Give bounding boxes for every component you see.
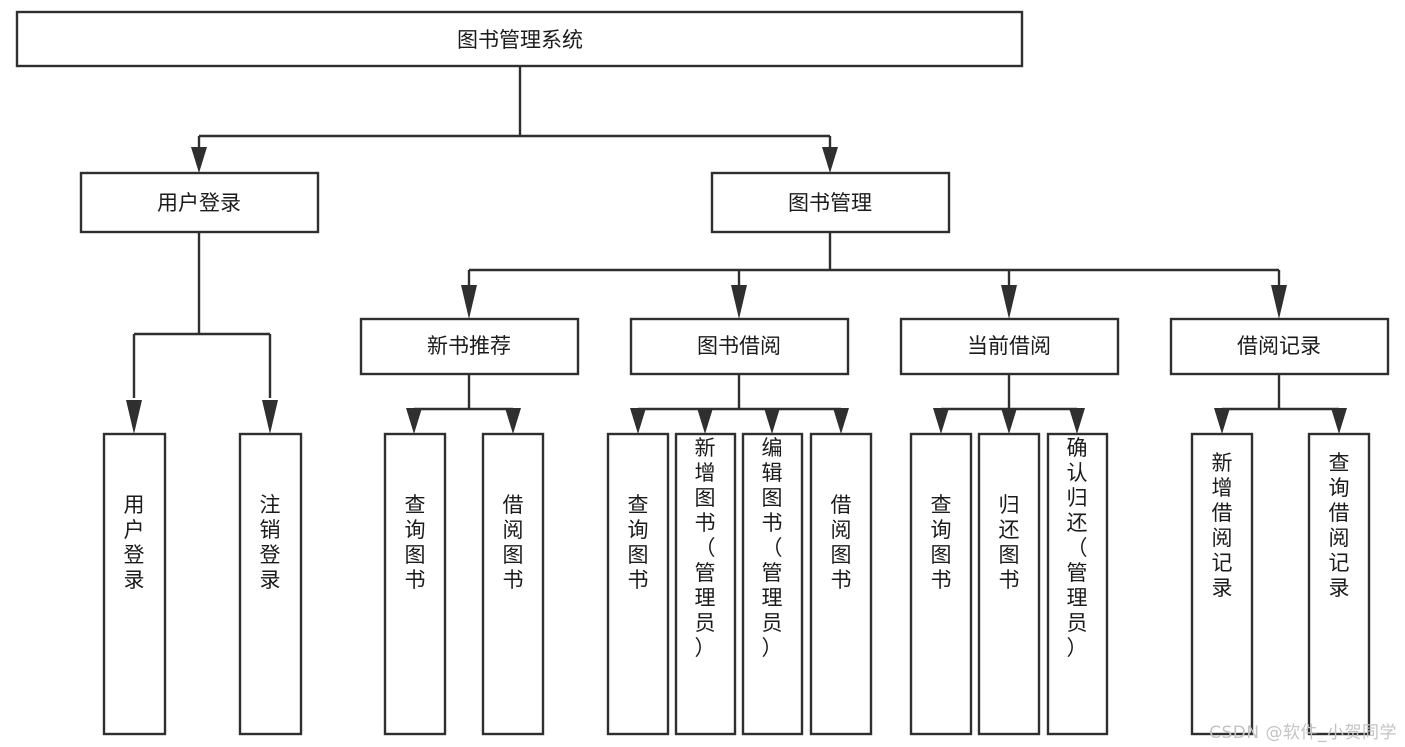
node-borrow-record-label: 借阅记录 [1237, 334, 1321, 358]
node-current-borrow[interactable]: 当前借阅 [899, 317, 1120, 376]
edge-group-book-borrow-leaves [630, 374, 849, 434]
node-book-borrow[interactable]: 图书借阅 [629, 317, 850, 376]
leaf-br-query-record-box[interactable] [1307, 432, 1371, 736]
leaf-node-bb-edit-book[interactable]: 编辑图书（管理员） [741, 432, 804, 736]
arrow-head-br-leaf-2 [1331, 408, 1347, 434]
node-new-book-recommend-label: 新书推荐 [427, 334, 511, 358]
leaf-bb-edit-book-box[interactable] [741, 432, 804, 736]
leaf-user-login-label: 用户登录 [124, 493, 145, 592]
leaf-bb-add-book-box[interactable] [674, 432, 737, 736]
node-borrow-record[interactable]: 借阅记录 [1169, 317, 1390, 376]
leaf-cb-confirm-return-label: 确认归还（管理员） [1067, 436, 1088, 660]
arrow-head-book-mgmt [822, 147, 838, 173]
leaf-node-cb-query-book[interactable]: 查询图书 [909, 432, 973, 736]
leaf-nb-query-book-label: 查询图书 [405, 493, 426, 592]
edge-group-borrow-record-leaves [1214, 374, 1347, 434]
edge-group-root-to-level1 [191, 66, 838, 173]
arrow-head-nb-leaf-2 [505, 408, 521, 434]
edge-group-user-login-leaves [126, 232, 278, 434]
leaf-cb-return-book-label: 归还图书 [999, 493, 1020, 592]
leaf-node-bb-add-book[interactable]: 新增图书（管理员） [674, 432, 737, 736]
leaf-node-br-add-record[interactable]: 新增借阅记录 [1190, 432, 1254, 736]
leaf-logout-box[interactable] [238, 432, 303, 736]
leaf-node-cb-return-book[interactable]: 归还图书 [977, 432, 1041, 736]
leaf-node-br-query-record[interactable]: 查询借阅记录 [1307, 432, 1371, 736]
arrow-head-leaf-user-login [126, 400, 142, 434]
node-current-borrow-label: 当前借阅 [967, 334, 1051, 358]
leaf-node-user-login[interactable]: 用户登录 [102, 432, 167, 736]
leaf-br-add-record-label: 新增借阅记录 [1212, 451, 1233, 600]
node-root-label: 图书管理系统 [457, 28, 583, 52]
leaf-user-login-box[interactable] [102, 432, 167, 736]
arrow-head-bb-leaf-1 [630, 408, 646, 434]
leaf-logout-label: 注销登录 [260, 493, 281, 592]
leaf-node-cb-confirm-return[interactable]: 确认归还（管理员） [1046, 432, 1109, 736]
node-borrow-record-box[interactable] [1169, 317, 1390, 376]
arrow-head-cb-leaf-2 [1001, 408, 1017, 434]
node-new-book-recommend-box[interactable] [359, 317, 580, 376]
leaf-node-nb-query-book[interactable]: 查询图书 [383, 432, 447, 736]
node-current-borrow-box[interactable] [899, 317, 1120, 376]
leaf-node-nb-borrow-book[interactable]: 借阅图书 [481, 432, 545, 736]
leaf-bb-borrow-book-label: 借阅图书 [831, 493, 852, 592]
edge-group-book-mgmt-to-level2 [461, 232, 1287, 319]
leaf-bb-query-book-label: 查询图书 [628, 493, 649, 592]
leaf-br-query-record-label: 查询借阅记录 [1329, 451, 1350, 600]
arrow-head-nb-leaf-1 [406, 408, 422, 434]
watermark: CSDN @软件_小贺同学 [1209, 723, 1397, 743]
node-book-management[interactable]: 图书管理 [710, 171, 951, 234]
leaf-nb-query-book-box[interactable] [383, 432, 447, 736]
arrow-head-user-login [191, 147, 207, 173]
leaf-nb-borrow-book-label: 借阅图书 [503, 493, 524, 592]
leaf-cb-return-book-box[interactable] [977, 432, 1041, 736]
arrow-head-book-borrow [731, 285, 747, 319]
node-book-borrow-label: 图书借阅 [697, 334, 781, 358]
edge-group-new-book-leaves [406, 374, 521, 434]
node-root[interactable]: 图书管理系统 [15, 10, 1024, 68]
leaf-cb-query-book-label: 查询图书 [931, 493, 952, 592]
arrow-head-cb-leaf-1 [933, 408, 949, 434]
leaf-node-logout[interactable]: 注销登录 [238, 432, 303, 736]
leaf-br-add-record-box[interactable] [1190, 432, 1254, 736]
node-new-book-recommend[interactable]: 新书推荐 [359, 317, 580, 376]
arrow-head-new-book [461, 285, 477, 319]
leaf-bb-query-book-box[interactable] [606, 432, 670, 736]
leaf-bb-edit-book-label: 编辑图书（管理员） [762, 436, 783, 660]
arrow-head-borrow-record [1271, 285, 1287, 319]
edge-group-current-borrow-leaves [933, 374, 1085, 434]
node-user-login-box[interactable] [79, 171, 320, 234]
leaf-cb-confirm-return-box[interactable] [1046, 432, 1109, 736]
leaf-cb-query-book-box[interactable] [909, 432, 973, 736]
arrow-head-bb-leaf-3 [764, 408, 780, 434]
node-user-login-label: 用户登录 [157, 191, 241, 215]
node-user-login[interactable]: 用户登录 [79, 171, 320, 234]
leaf-bb-borrow-book-box[interactable] [809, 432, 873, 736]
leaf-bb-add-book-label: 新增图书（管理员） [695, 436, 716, 660]
arrow-head-cb-leaf-3 [1069, 408, 1085, 434]
leaf-nb-borrow-book-box[interactable] [481, 432, 545, 736]
leaf-node-bb-query-book[interactable]: 查询图书 [606, 432, 670, 736]
arrow-head-current-borrow [1001, 285, 1017, 319]
node-book-borrow-box[interactable] [629, 317, 850, 376]
node-root-box[interactable] [15, 10, 1024, 68]
node-book-management-box[interactable] [710, 171, 951, 234]
arrow-head-bb-leaf-2 [697, 408, 713, 434]
node-book-management-label: 图书管理 [788, 191, 872, 215]
arrow-head-br-leaf-1 [1214, 408, 1230, 434]
arrow-head-leaf-logout [262, 400, 278, 434]
arrow-head-bb-leaf-4 [833, 408, 849, 434]
leaf-node-bb-borrow-book[interactable]: 借阅图书 [809, 432, 873, 736]
